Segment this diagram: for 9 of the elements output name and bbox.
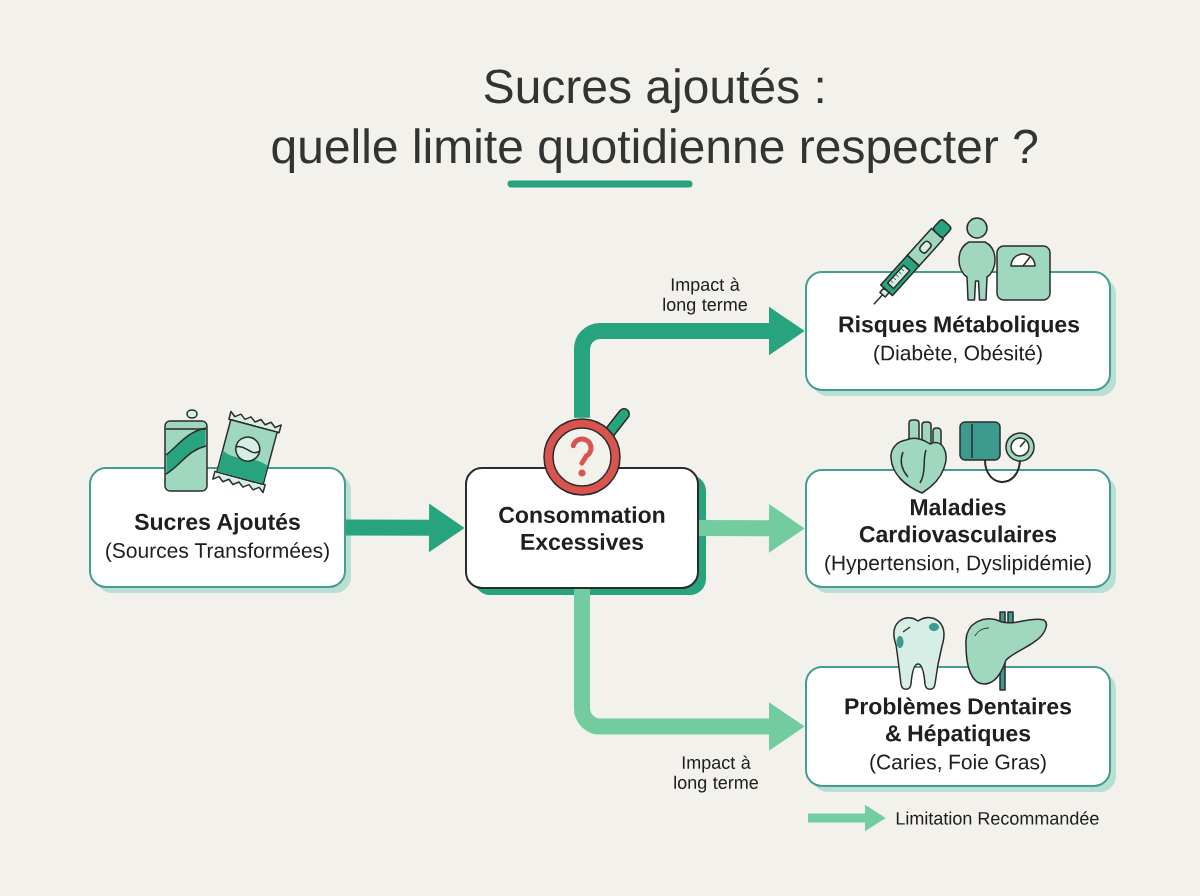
process-box: Risques Métaboliques (Diabète, Obésité) bbox=[805, 271, 1116, 396]
edge-label: Impact à long terme bbox=[653, 275, 757, 317]
title: Sucres ajoutés : quelle limite quotidienne respecter ? bbox=[272, 67, 1038, 173]
process-box: Sucres Ajoutés (Sources Transformées) bbox=[89, 467, 351, 593]
legend-label: Limitation Recommandée bbox=[896, 811, 1099, 825]
process-box: Maladies Cardiovasculaires (Hypertension, Dyslipidémie) bbox=[805, 469, 1116, 593]
edge-label: Impact à long terme bbox=[664, 753, 768, 795]
process-box: Problèmes Dentaires & Hépatiques (Caries, Foie Gras) bbox=[805, 666, 1116, 792]
process-box: Consommation Excessives bbox=[465, 467, 706, 595]
